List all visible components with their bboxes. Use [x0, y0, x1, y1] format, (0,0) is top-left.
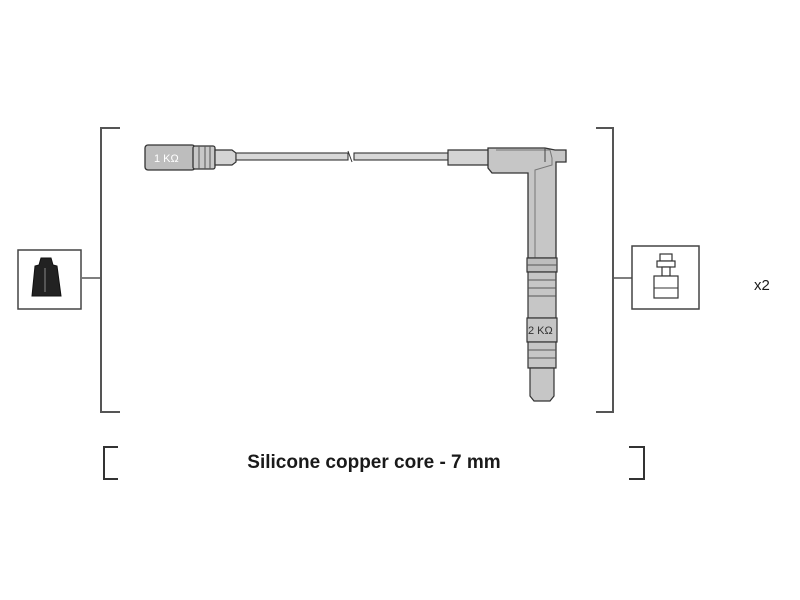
caption-bracket-right — [629, 446, 645, 480]
left-bracket — [100, 127, 120, 413]
ignition-coil-terminal-icon — [631, 245, 700, 310]
cable-right-boot: 2 KΩ — [487, 147, 567, 402]
spark-plug-boot-icon — [17, 249, 82, 310]
right-bracket — [596, 127, 614, 413]
cable-wire — [235, 149, 491, 166]
caption-text: Silicone copper core - 7 mm — [247, 452, 500, 473]
quantity-label: x2 — [754, 277, 770, 294]
cable-left-boot: 1 KΩ — [144, 144, 237, 171]
cable-right-label: 2 KΩ — [528, 325, 553, 337]
cable-left-label: 1 KΩ — [154, 153, 179, 165]
caption-bracket-left — [103, 446, 118, 480]
